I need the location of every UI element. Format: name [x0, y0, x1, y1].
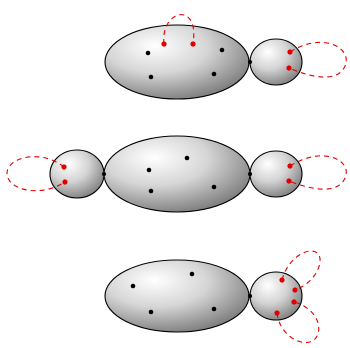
plain-point: [184, 155, 190, 161]
junction-point: [248, 294, 252, 298]
marked-point: [286, 65, 292, 71]
marked-point: [274, 310, 280, 316]
marked-point: [286, 178, 292, 184]
plain-point: [219, 47, 225, 53]
plain-point: [146, 167, 152, 173]
marked-point: [190, 41, 196, 47]
configuration-3: [104, 250, 321, 344]
plain-point: [211, 71, 217, 77]
large-body: [103, 135, 251, 213]
plain-point: [211, 184, 217, 190]
marked-point: [61, 164, 67, 170]
marked-point: [291, 299, 297, 305]
small-body: [249, 38, 303, 86]
marked-point: [279, 277, 285, 283]
plain-point: [189, 271, 195, 277]
marked-point: [287, 49, 293, 55]
marked-point: [292, 287, 298, 293]
right-small-body: [249, 150, 303, 198]
plain-point: [148, 309, 154, 315]
plain-point: [148, 188, 154, 194]
plain-point: [130, 283, 136, 289]
left-small-body: [49, 149, 105, 199]
dashed-loop: [163, 14, 195, 45]
dashed-loop: [288, 41, 347, 78]
configuration-2: [6, 135, 347, 213]
plain-point: [148, 74, 154, 80]
configuration-1: [104, 14, 347, 100]
plain-point: [145, 50, 151, 56]
large-body: [104, 259, 250, 333]
dashed-loop: [6, 156, 66, 192]
junction-point: [248, 172, 252, 176]
junction-point: [102, 172, 106, 176]
dashed-loop: [276, 301, 320, 344]
large-body: [104, 24, 250, 100]
marked-point: [161, 41, 167, 47]
marked-point: [62, 179, 68, 185]
plain-point: [211, 306, 217, 312]
junction-point: [248, 60, 252, 64]
dashed-loop: [281, 250, 321, 291]
dashed-loop: [288, 155, 347, 190]
marked-point: [287, 163, 293, 169]
